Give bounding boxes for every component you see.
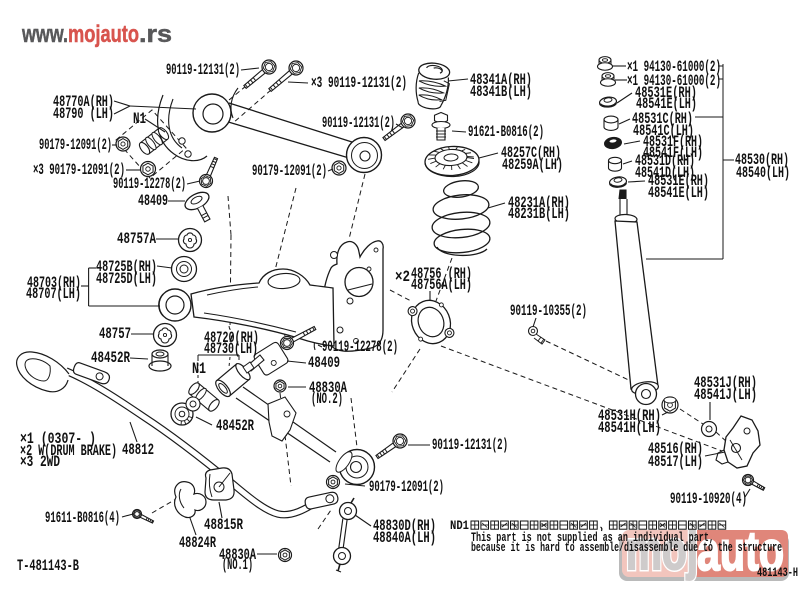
svg-text:48541J(LH): 48541J(LH) (694, 386, 757, 404)
svg-text:90119-10355(2): 90119-10355(2) (510, 302, 587, 320)
svg-text:(NO.2): (NO.2) (311, 390, 343, 408)
svg-text:48725B(RH): 48725B(RH) (96, 258, 157, 276)
svg-text:48812: 48812 (122, 441, 154, 459)
svg-text:48541E(LH): 48541E(LH) (636, 95, 697, 113)
svg-text:T-481143-B: T-481143-B (17, 557, 79, 575)
svg-text:90119-12278(2): 90119-12278(2) (322, 338, 398, 356)
svg-text:481143-H: 481143-H (757, 565, 798, 580)
svg-text:90179-12091(2): 90179-12091(2) (252, 162, 327, 180)
svg-text:48790 (LH): 48790 (LH) (53, 105, 114, 123)
svg-text:N1: N1 (192, 360, 206, 378)
svg-text:48830A: 48830A (219, 546, 256, 564)
svg-text:48541E(LH): 48541E(LH) (648, 184, 709, 202)
svg-text:.rs: .rs (139, 21, 172, 48)
svg-text:48452R: 48452R (91, 349, 130, 367)
svg-text:48756 (RH): 48756 (RH) (411, 265, 472, 283)
svg-text:48409: 48409 (308, 354, 340, 372)
svg-text:N1: N1 (133, 110, 146, 128)
svg-text:48531C(RH): 48531C(RH) (632, 110, 693, 128)
svg-text:48231A(RH): 48231A(RH) (508, 194, 570, 212)
svg-text:48341A(RH): 48341A(RH) (470, 71, 532, 89)
svg-text:This part is not supplied as a: This part is not supplied as an individu… (471, 531, 714, 545)
svg-text:48770A(RH): 48770A(RH) (53, 93, 114, 111)
svg-text:91611-B0816(4): 91611-B0816(4) (45, 509, 120, 527)
svg-text:48541F(LH): 48541F(LH) (643, 144, 703, 162)
svg-text:auto: auto (697, 519, 784, 582)
svg-text:48830D(RH): 48830D(RH) (373, 517, 436, 535)
svg-text:48541D(LH): 48541D(LH) (635, 164, 695, 182)
svg-text:www.: www. (21, 21, 68, 48)
svg-text:48815R: 48815R (204, 516, 243, 534)
svg-text:90179-12091(2): 90179-12091(2) (369, 478, 444, 496)
svg-text:×3 90179-12091(2): ×3 90179-12091(2) (33, 161, 125, 179)
svg-text:48531F(RH): 48531F(RH) (643, 133, 703, 151)
svg-text:48530(RH): 48530(RH) (735, 151, 789, 169)
svg-text:91621-B0816(2): 91621-B0816(2) (468, 123, 544, 141)
svg-text:90119-12131(2): 90119-12131(2) (166, 61, 240, 79)
svg-text:48720(RH): 48720(RH) (204, 329, 259, 347)
svg-text:48725D(LH): 48725D(LH) (96, 270, 157, 288)
svg-text:48531J(RH): 48531J(RH) (694, 374, 757, 392)
svg-text:48409: 48409 (138, 192, 168, 210)
svg-text:48541C(LH): 48541C(LH) (633, 122, 694, 140)
svg-text:48757: 48757 (99, 325, 131, 343)
svg-text:48756A(LH): 48756A(LH) (411, 276, 472, 294)
svg-text:mojauto: mojauto (68, 21, 139, 48)
svg-text:48341B(LH): 48341B(LH) (470, 83, 532, 101)
svg-text:48703(RH): 48703(RH) (27, 274, 81, 292)
svg-text:48840A(LH): 48840A(LH) (373, 529, 436, 547)
svg-text:(NO.1): (NO.1) (222, 556, 253, 574)
svg-text:90119-12131(2): 90119-12131(2) (432, 436, 508, 454)
svg-text:48231B(LH): 48231B(LH) (508, 205, 570, 223)
svg-text:48259A(LH): 48259A(LH) (502, 156, 563, 174)
svg-text:moj: moj (626, 521, 698, 581)
svg-text:90119-12131(2): 90119-12131(2) (322, 114, 395, 132)
svg-text:×3 90119-12131(2): ×3 90119-12131(2) (311, 74, 407, 92)
svg-text:48531E(RH): 48531E(RH) (635, 84, 697, 102)
svg-text:×1 (0307- ): ×1 (0307- ) (20, 430, 96, 448)
svg-text:ND1: ND1 (450, 519, 469, 533)
svg-text:90119-12278(2): 90119-12278(2) (113, 175, 186, 193)
svg-text:48517(LH): 48517(LH) (648, 453, 703, 471)
svg-text:48540(LH): 48540(LH) (736, 164, 790, 182)
svg-text:48730(LH): 48730(LH) (204, 340, 258, 358)
svg-text:×3 2WD: ×3 2WD (20, 453, 60, 471)
svg-text:90119-10920(4): 90119-10920(4) (670, 490, 747, 508)
svg-text:48516(RH): 48516(RH) (648, 440, 703, 458)
svg-text:48531H(RH): 48531H(RH) (598, 407, 661, 425)
svg-text:48531E(RH): 48531E(RH) (648, 172, 709, 190)
svg-text:48452R: 48452R (216, 417, 254, 435)
svg-text:48824R: 48824R (179, 534, 216, 552)
svg-text:48757A: 48757A (117, 230, 156, 248)
svg-text:48531D(RH): 48531D(RH) (635, 152, 695, 170)
svg-text:48541H(LH): 48541H(LH) (598, 419, 661, 437)
svg-text:×2 W(DRUM BRAKE): ×2 W(DRUM BRAKE) (20, 442, 117, 460)
svg-text:×1 94130-61000(2): ×1 94130-61000(2) (627, 72, 721, 90)
svg-text:×1 94130-61000(2): ×1 94130-61000(2) (627, 58, 721, 76)
svg-text:90179-12091(2): 90179-12091(2) (39, 136, 112, 154)
svg-text:48257C(RH): 48257C(RH) (501, 144, 561, 162)
svg-text:×2: ×2 (395, 268, 410, 286)
svg-text:because it is hard to assemble: because it is hard to assemble/disassemb… (471, 541, 782, 555)
svg-text:48707(LH): 48707(LH) (26, 285, 81, 303)
svg-text:48830A: 48830A (309, 379, 347, 397)
